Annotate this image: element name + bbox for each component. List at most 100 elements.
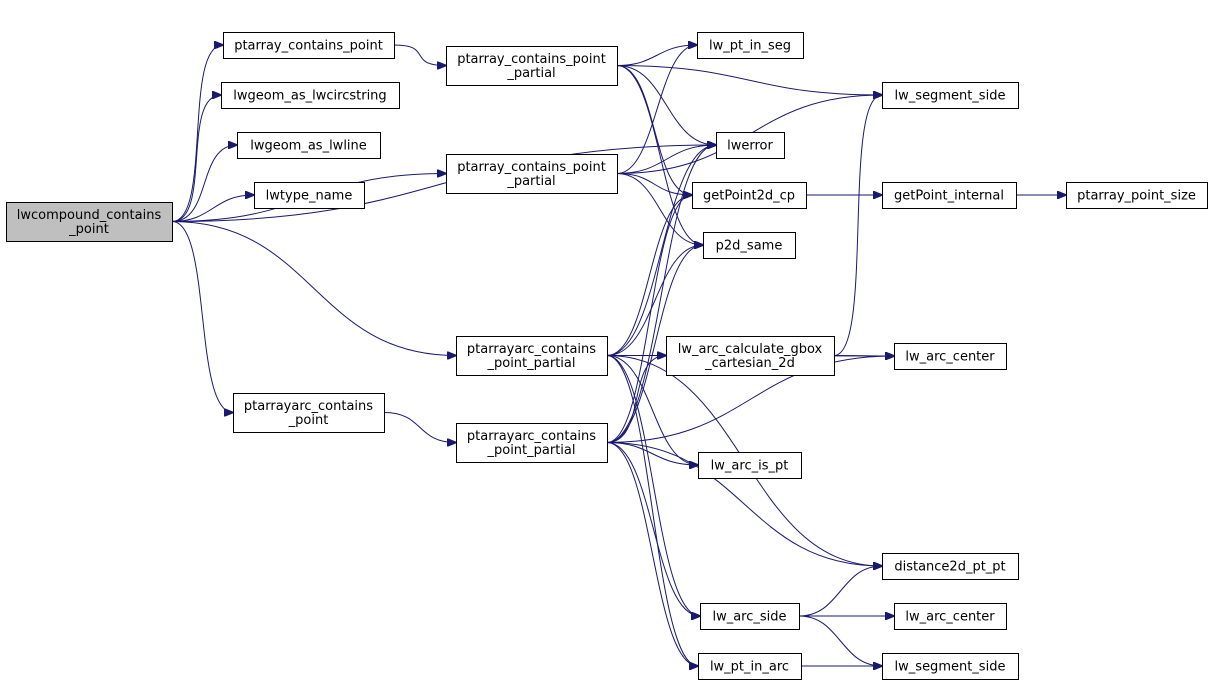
node-label-line: lwerror [727, 139, 773, 154]
node-label-line: lw_arc_center [905, 610, 995, 625]
node-box [223, 32, 395, 59]
node-box [882, 182, 1017, 209]
node-lw-arc-side[interactable]: lw_arc_side [700, 603, 800, 630]
edge-n6-to-n13 [616, 173, 703, 246]
edge-n9-to-n22 [606, 442, 882, 567]
edge-n5-to-n18 [616, 65, 882, 96]
node-box [446, 154, 618, 194]
node-box [698, 653, 802, 680]
edge-n5-to-n11 [616, 65, 716, 146]
node-lw-pt-in-seg[interactable]: lw_pt_in_seg [697, 32, 804, 59]
node-box [882, 553, 1019, 580]
node-label-line: lw_arc_is_pt [711, 459, 789, 474]
node-getpoint-internal[interactable]: getPoint_internal [882, 182, 1017, 209]
node-box [703, 232, 796, 259]
edge-n6-to-n12 [616, 173, 692, 196]
edge-n9-to-n21 [606, 356, 894, 443]
node-lw-arc-is-pt[interactable]: lw_arc_is_pt [698, 452, 802, 479]
node-label-line: _cartesian_2d [704, 356, 795, 371]
edge-n0-to-n2 [171, 95, 221, 222]
node-box [716, 132, 785, 159]
node-label-line: _partial [506, 174, 555, 189]
node-label-line: lw_pt_in_arc [710, 660, 789, 675]
node-label-line: _point [68, 222, 109, 237]
edge-n7-to-n12 [606, 195, 692, 356]
node-box [692, 182, 807, 209]
node-ptarray-point-size[interactable]: ptarray_point_size [1066, 182, 1208, 209]
node-label-line: _point_partial [486, 443, 575, 458]
node-label-line: distance2d_pt_pt [894, 560, 1005, 575]
node-lw-arc-center[interactable]: lw_arc_center [894, 603, 1007, 630]
node-lw-pt-in-arc[interactable]: lw_pt_in_arc [698, 653, 802, 680]
edge-n5-to-n13 [616, 65, 703, 246]
node-lw-arc-calculate-gbox-cartesian-2d[interactable]: lw_arc_calculate_gbox_cartesian_2d [666, 336, 835, 376]
node-lwerror[interactable]: lwerror [716, 132, 785, 159]
node-lwtype-name[interactable]: lwtype_name [254, 182, 365, 209]
edge-n6-to-n10 [616, 45, 697, 174]
node-ptarrayarc-contains-point-partial[interactable]: ptarrayarc_contains_point_partial [456, 336, 608, 376]
node-box [697, 32, 804, 59]
node-p2d-same[interactable]: p2d_same [703, 232, 796, 259]
node-label-line: ptarray_contains_point [457, 160, 606, 175]
node-box [254, 182, 365, 209]
node-box [700, 603, 800, 630]
node-box [698, 452, 802, 479]
node-lw-segment-side[interactable]: lw_segment_side [882, 82, 1019, 109]
edge-n1-to-n5 [393, 44, 446, 66]
node-label-line: ptarray_point_size [1077, 189, 1196, 204]
node-box [456, 336, 608, 376]
node-getpoint2d-cp[interactable]: getPoint2d_cp [692, 182, 807, 209]
edge-n16-to-n24 [798, 615, 882, 666]
edge-n16-to-n22 [798, 566, 882, 617]
edge-n6-to-n11 [616, 145, 716, 174]
edge-n14-to-n18 [833, 95, 882, 356]
edge-n7-to-n15 [606, 355, 698, 466]
node-ptarrayarc-contains-point[interactable]: ptarrayarc_contains_point [233, 393, 385, 433]
edge-n0-to-n1 [171, 45, 223, 222]
node-box [894, 603, 1007, 630]
edge-n0-to-n11 [171, 145, 716, 222]
node-label-line: ptarrayarc_contains [467, 429, 596, 444]
edge-n5-to-n10 [616, 45, 697, 66]
node-lwgeom-as-lwline[interactable]: lwgeom_as_lwline [237, 132, 381, 159]
node-label-line: ptarray_contains_point [234, 39, 383, 54]
node-ptarrayarc-contains-point-partial[interactable]: ptarrayarc_contains_point_partial [456, 423, 608, 463]
edges-layer [171, 44, 1066, 666]
node-label-line: lw_arc_center [905, 350, 995, 365]
edge-n14-to-n21 [833, 356, 894, 357]
edge-n0-to-n8 [171, 221, 233, 413]
edge-n0-to-n3 [171, 145, 237, 222]
node-label-line: lw_segment_side [895, 660, 1006, 675]
node-label-line: p2d_same [716, 239, 783, 254]
node-distance2d-pt-pt[interactable]: distance2d_pt_pt [882, 553, 1019, 580]
node-label-line: getPoint_internal [894, 189, 1004, 204]
node-ptarray-contains-point-partial[interactable]: ptarray_contains_point_partial [446, 46, 618, 86]
node-box [233, 393, 385, 433]
node-ptarray-contains-point-partial[interactable]: ptarray_contains_point_partial [446, 154, 618, 194]
node-lwgeom-as-lwcircstring[interactable]: lwgeom_as_lwcircstring [221, 82, 400, 109]
node-ptarray-contains-point[interactable]: ptarray_contains_point [223, 32, 395, 59]
node-label-line: lwtype_name [266, 189, 353, 204]
node-label-line: lwgeom_as_lwcircstring [233, 89, 386, 104]
node-lw-arc-center[interactable]: lw_arc_center [894, 343, 1007, 370]
edge-n7-to-n13 [606, 245, 703, 356]
node-label-line: ptarrayarc_contains [244, 399, 373, 414]
node-lwcompound-contains-point[interactable]: lwcompound_contains_point [6, 202, 173, 242]
node-label-line: ptarrayarc_contains [467, 342, 596, 357]
node-box [237, 132, 381, 159]
node-box [894, 343, 1007, 370]
node-label-line: ptarray_contains_point [457, 52, 606, 67]
node-label-line: lw_pt_in_seg [709, 39, 791, 54]
node-label-line: _point_partial [486, 356, 575, 371]
node-label-line: _partial [506, 66, 555, 81]
node-label-line: lw_segment_side [895, 89, 1006, 104]
edge-n9-to-n16 [606, 442, 700, 617]
node-box [666, 336, 835, 376]
node-label-line: lwgeom_as_lwline [250, 139, 367, 154]
node-label-line: lw_arc_side [712, 610, 786, 625]
edge-n9-to-n14 [606, 356, 666, 443]
node-box [221, 82, 400, 109]
node-lw-segment-side[interactable]: lw_segment_side [882, 653, 1019, 680]
node-box [6, 202, 173, 242]
